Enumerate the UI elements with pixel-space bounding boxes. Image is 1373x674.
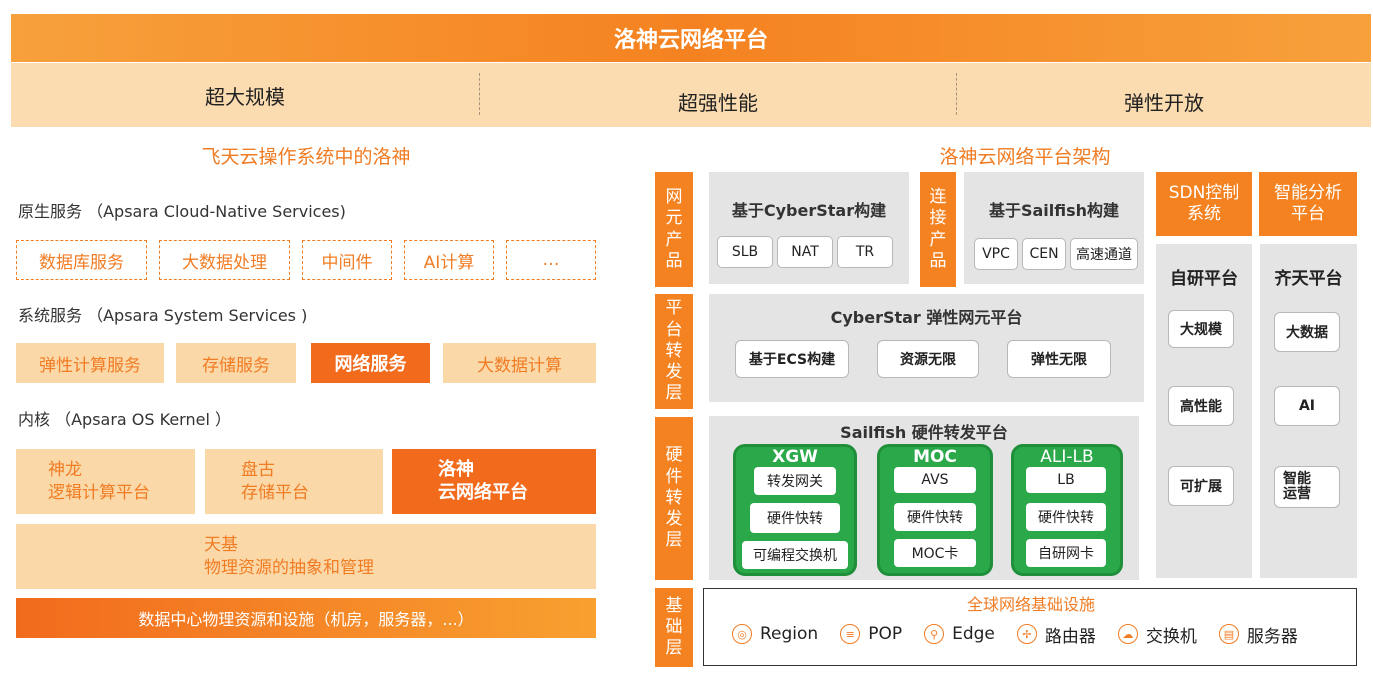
pillar-divider <box>956 73 957 115</box>
right-section-title: 洛神云网络平台架构 <box>939 145 1111 168</box>
native-services-label: 原生服务 （Apsara Cloud-Native Services) <box>18 202 346 221</box>
kernel-label: 内核 （Apsara OS Kernel ） <box>18 410 231 429</box>
infra-item: ◎ Region <box>732 620 818 648</box>
infra-item-label: 路由器 <box>1044 626 1096 647</box>
infra-item-label: POP <box>868 624 903 644</box>
native-service-more: … <box>506 240 596 280</box>
product-vpc: VPC <box>974 238 1018 270</box>
pillar-scale: 超大规模 <box>205 84 285 109</box>
cyberstar-build-group: 基于CyberStar构建 SLB NAT TR <box>709 172 909 284</box>
infra-item: ▤ 服务器 <box>1218 620 1298 648</box>
infra-item-label: 交换机 <box>1145 626 1197 647</box>
self-high-performance: 高性能 <box>1168 386 1234 426</box>
kernel-luoshen: 洛神 云网络平台 <box>392 449 596 514</box>
global-infrastructure: 全球网络基础设施 ◎Region≡POP⚲Edge✢路由器☁交换机▤服务器 <box>703 588 1357 666</box>
product-cen: CEN <box>1022 238 1066 270</box>
kernel-pangu: 盘古 存储平台 <box>205 449 383 514</box>
native-service-database: 数据库服务 <box>16 240 147 280</box>
cyberstar-unlimited-resource: 资源无限 <box>877 340 979 378</box>
layer-hardware: 硬件转发层 <box>655 417 693 580</box>
system-service-compute: 弹性计算服务 <box>16 343 164 383</box>
qitian-bigdata: 大数据 <box>1274 312 1340 352</box>
sailfish-build-group: 基于Sailfish构建 VPC CEN 高速通道 <box>964 172 1144 284</box>
infra-item-label: 服务器 <box>1246 626 1298 647</box>
infra-items: ◎ Region ≡ POP ⚲ Edge ✢ 路由器 ☁ 交换机 ▤ 服务器 <box>732 620 1352 648</box>
sdn-control-system: SDN控制 系统 <box>1156 172 1252 236</box>
self-scalable: 可扩展 <box>1168 466 1234 506</box>
pillar-divider <box>479 73 480 115</box>
self-platform: 自研平台 大规模 高性能 可扩展 <box>1156 244 1252 578</box>
left-section-title: 飞天云操作系统中的洛神 <box>201 145 411 168</box>
analytics-platform: 智能分析 平台 <box>1259 172 1357 236</box>
cyberstar-ecs: 基于ECS构建 <box>735 340 849 378</box>
system-service-storage: 存储服务 <box>176 343 296 383</box>
qitian-platform: 齐天平台 大数据 AI 智能 运营 <box>1260 244 1357 578</box>
cyberstar-unlimited-elastic: 弹性无限 <box>1007 340 1111 378</box>
product-tr: TR <box>837 236 893 268</box>
kernel-tianji: 天基 物理资源的抽象和管理 <box>16 524 596 589</box>
layer-forwarding: 平台转发层 <box>655 294 693 409</box>
xgw-group: XGW 转发网关 硬件快转 可编程交换机 <box>733 444 857 576</box>
product-slb: SLB <box>717 236 773 268</box>
router-icon: ✢ <box>1016 624 1037 644</box>
server-icon: ▤ <box>1218 624 1239 644</box>
layer-network-product: 网元产品 <box>655 172 693 287</box>
qitian-intelligent-ops: 智能 运营 <box>1274 466 1340 508</box>
edge-icon: ⚲ <box>924 624 945 644</box>
main-banner: 洛神云网络平台 <box>11 14 1371 62</box>
pillar-performance: 超强性能 <box>678 90 758 115</box>
moc-group: MOC AVS 硬件快转 MOC卡 <box>877 444 993 576</box>
infra-item: ☁ 交换机 <box>1117 620 1197 648</box>
infra-item: ⚲ Edge <box>924 620 995 648</box>
sailfish-platform: Sailfish 硬件转发平台 XGW 转发网关 硬件快转 可编程交换机 MOC… <box>709 416 1139 580</box>
layer-base: 基础层 <box>655 588 693 667</box>
system-service-bigdata-compute: 大数据计算 <box>443 343 596 383</box>
alilb-group: ALI-LB LB 硬件快转 自研网卡 <box>1011 444 1123 576</box>
layer-connect-product: 连接产品 <box>920 172 956 287</box>
kernel-shenlong: 神龙 逻辑计算平台 <box>16 449 195 514</box>
switch-icon: ☁ <box>1117 624 1138 644</box>
pop-icon: ≡ <box>840 624 861 644</box>
infra-item-label: Region <box>760 624 819 644</box>
native-service-middleware: 中间件 <box>302 240 392 280</box>
self-large-scale: 大规模 <box>1168 310 1234 348</box>
datacenter-bar: 数据中心物理资源和设施（机房，服务器，...） <box>16 598 596 638</box>
native-service-bigdata: 大数据处理 <box>159 240 290 280</box>
banner-title: 洛神云网络平台 <box>613 28 768 53</box>
system-service-network: 网络服务 <box>311 343 430 383</box>
infra-item: ✢ 路由器 <box>1016 620 1096 648</box>
region-icon: ◎ <box>732 624 752 644</box>
system-services-label: 系统服务 （Apsara System Services ) <box>18 306 308 325</box>
product-express-connect: 高速通道 <box>1070 238 1138 270</box>
qitian-ai: AI <box>1274 386 1340 426</box>
cyberstar-platform: CyberStar 弹性网元平台 基于ECS构建 资源无限 弹性无限 <box>709 294 1144 402</box>
infra-item: ≡ POP <box>840 620 902 648</box>
pillar-open: 弹性开放 <box>1124 90 1204 115</box>
pillars-bar: 超大规模 超强性能 弹性开放 <box>11 63 1371 127</box>
native-service-ai: AI计算 <box>404 240 494 280</box>
product-nat: NAT <box>777 236 833 268</box>
infra-item-label: Edge <box>952 624 995 644</box>
